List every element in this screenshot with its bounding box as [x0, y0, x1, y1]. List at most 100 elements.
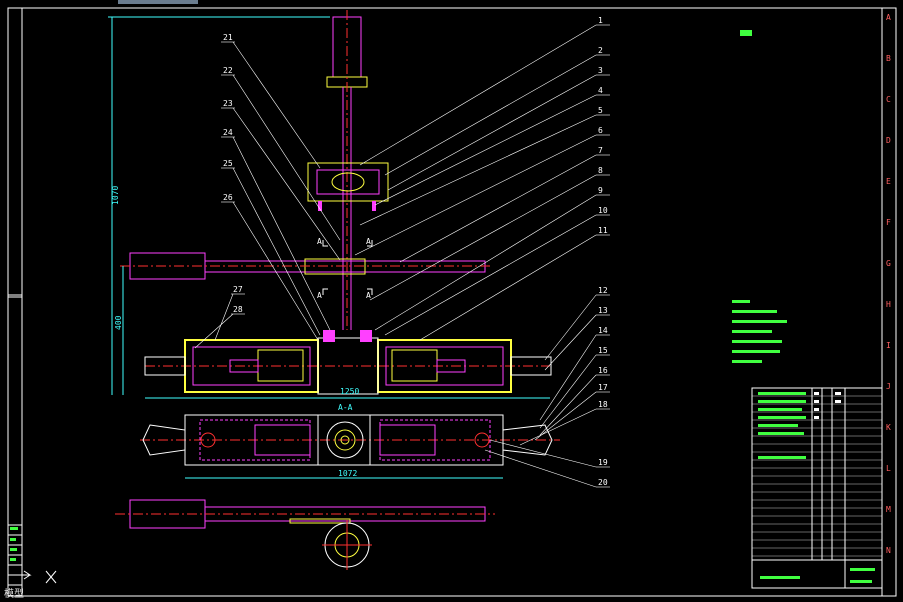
leader-line	[387, 74, 597, 191]
title-block	[751, 387, 883, 589]
svg-text:A: A	[366, 237, 371, 246]
balloon-number: 15	[598, 346, 608, 355]
top-vertical-cylinder	[326, 10, 368, 330]
leader-line	[232, 136, 331, 331]
grid-letter: J	[886, 382, 891, 391]
grid-letter: B	[886, 54, 891, 63]
section-mark-letters: A A A A	[317, 237, 371, 300]
balloon-number: 9	[598, 186, 603, 195]
balloon-number: 18	[598, 400, 608, 409]
balloon-number: 2	[598, 46, 603, 55]
balloon-number: 8	[598, 166, 603, 175]
leader-line	[369, 174, 597, 301]
balloon-number: 12	[598, 286, 608, 295]
svg-text:400: 400	[114, 315, 123, 330]
grid-letter: G	[886, 259, 891, 268]
upper-clamp	[307, 162, 389, 211]
grid-letter: N	[886, 546, 891, 555]
bom-text-columns	[814, 392, 841, 419]
grid-letter: C	[886, 95, 891, 104]
balloon-number: 26	[223, 193, 233, 202]
leader-line	[539, 374, 597, 436]
toolbar-strip	[118, 0, 198, 4]
balloon-number: 13	[598, 306, 608, 315]
grid-letter: K	[886, 423, 891, 432]
leader-line	[232, 41, 321, 169]
svg-text:A: A	[366, 291, 371, 300]
svg-text:A: A	[317, 237, 322, 246]
balloon-number: 16	[598, 366, 608, 375]
leader-line	[419, 234, 597, 341]
balloon-number: 21	[223, 33, 233, 42]
leader-line	[232, 167, 321, 336]
leader-line	[534, 391, 597, 441]
balloon-number: 28	[233, 305, 243, 314]
grid-letter: I	[886, 341, 891, 350]
balloon-number: 1	[598, 16, 603, 25]
leader-line	[544, 314, 597, 371]
leader-line	[519, 408, 597, 446]
leader-line	[399, 154, 597, 263]
svg-text:1250: 1250	[340, 387, 359, 396]
svg-text:1070: 1070	[111, 186, 120, 205]
left-revision-strip	[7, 524, 23, 586]
leader-line	[214, 293, 234, 341]
balloon-numbers: 1234567891011121314151617181920212223242…	[223, 16, 608, 487]
balloon-number: 20	[598, 478, 608, 487]
ucs-icon	[14, 570, 57, 584]
balloon-number: 25	[223, 159, 233, 168]
balloon-number: 10	[598, 206, 608, 215]
svg-text:A-A: A-A	[338, 403, 353, 412]
leader-line	[232, 201, 319, 341]
model-tab[interactable]: 模型	[4, 589, 24, 600]
leader-line	[194, 313, 234, 349]
leader-line	[384, 54, 597, 176]
balloon-number: 23	[223, 99, 233, 108]
leader-line	[232, 74, 341, 241]
bom-text	[758, 392, 875, 583]
leader-line	[359, 24, 597, 166]
leader-line	[374, 94, 597, 206]
horizontal-upper-cylinder	[120, 252, 490, 280]
leader-line	[489, 439, 597, 468]
balloon-number: 17	[598, 383, 608, 392]
main-assembly-top	[140, 414, 560, 466]
balloon-number: 6	[598, 126, 603, 135]
balloon-number: 4	[598, 86, 603, 95]
leader-line	[374, 194, 597, 331]
balloon-number: 5	[598, 106, 603, 115]
bom-rows	[752, 395, 882, 557]
grid-letter: F	[886, 218, 891, 227]
technical-notes	[732, 30, 787, 363]
leader-line	[484, 449, 597, 488]
balloon-number: 19	[598, 458, 608, 467]
leader-line	[232, 107, 341, 261]
leader-line	[544, 294, 597, 361]
balloon-number: 27	[233, 285, 243, 294]
grid-letter: H	[886, 300, 891, 309]
grid-letter: L	[886, 464, 891, 473]
balloon-number: 14	[598, 326, 608, 335]
svg-text:A: A	[317, 291, 322, 300]
dimension-texts: 1250 1072 1070 400 A-A	[111, 186, 359, 478]
balloon-number: 7	[598, 146, 603, 155]
leader-lines	[194, 24, 610, 488]
leader-line	[539, 354, 597, 429]
balloon-number: 11	[598, 226, 608, 235]
grid-letter: M	[886, 505, 891, 514]
balloon-number: 24	[223, 128, 233, 137]
leader-line	[384, 214, 597, 336]
svg-text:1072: 1072	[338, 469, 357, 478]
main-assembly-front	[144, 330, 552, 395]
leader-line	[539, 334, 597, 421]
leader-line	[354, 134, 597, 256]
leader-line	[359, 114, 597, 226]
section-marks	[322, 240, 373, 295]
grid-letter: E	[886, 177, 891, 186]
left-strip-text	[10, 527, 18, 561]
bottom-view	[115, 499, 495, 570]
dimension-lines	[108, 16, 550, 479]
balloon-number: 3	[598, 66, 603, 75]
